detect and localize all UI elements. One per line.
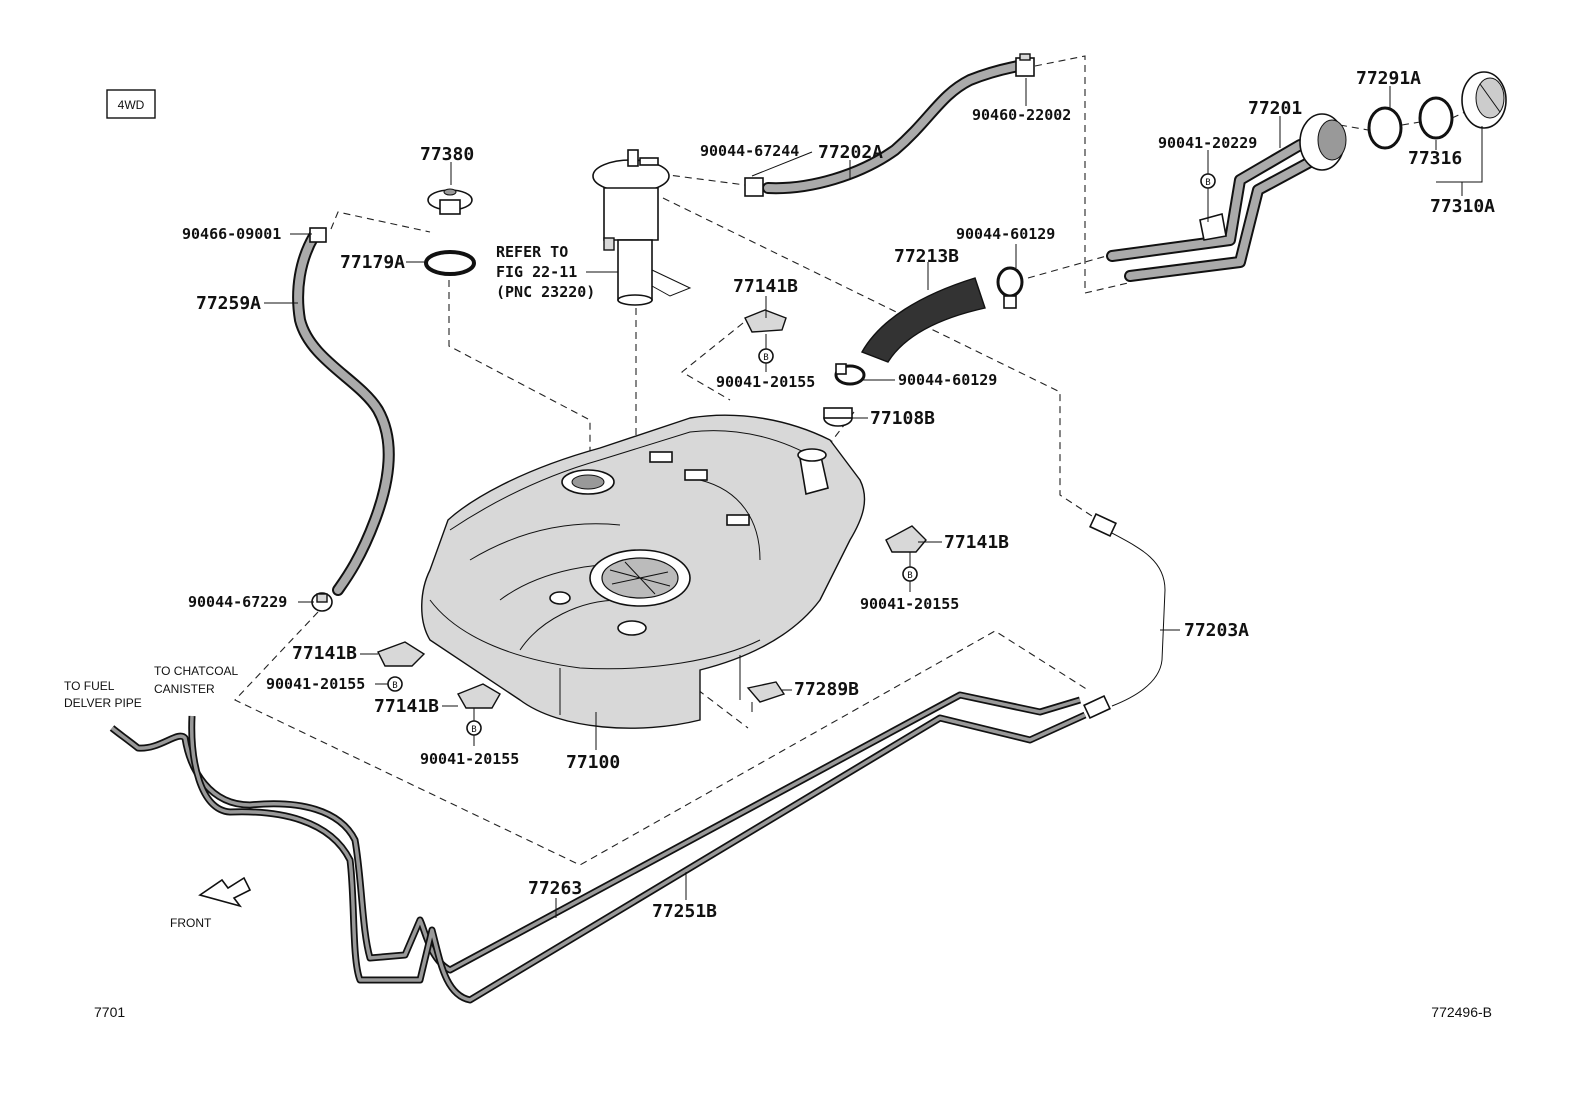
gasket-77316 [1418, 96, 1454, 140]
front-label: FRONT [170, 916, 212, 930]
label-77259A: 77259A [196, 293, 261, 314]
label-77179A: 77179A [340, 252, 405, 273]
label-77316: 77316 [1408, 148, 1462, 169]
fuel-tube-77263 [109, 691, 1082, 974]
note-canister-2: CANISTER [154, 682, 215, 696]
fuel-tank [421, 414, 866, 729]
fuel-tube-77251B [188, 711, 1087, 1004]
label-90041-20229: 90041-20229 [1158, 134, 1257, 152]
note-fuel-1: TO FUEL [64, 679, 115, 693]
label-77141B-top: 77141B [733, 276, 798, 297]
refer-line-3: (PNC 23220) [496, 283, 595, 301]
svg-text:B: B [471, 725, 476, 735]
label-77251B: 77251B [652, 901, 717, 922]
note-canister-1: TO CHATCOAL [154, 664, 239, 678]
svg-text:B: B [1205, 178, 1210, 188]
bracket-77141B-top [744, 309, 787, 333]
label-77100: 77100 [566, 752, 620, 773]
label-77213B: 77213B [894, 246, 959, 267]
clamp-90044-60129-upper [996, 266, 1024, 309]
label-90041-20155-right: 90041-20155 [860, 595, 959, 613]
filler-pipe [1106, 113, 1347, 282]
label-90041-20155-top: 90041-20155 [716, 373, 815, 391]
bolt-marker-b-5: B [466, 720, 482, 736]
vapor-tube-77203A [1083, 512, 1166, 720]
hose-77259A [292, 230, 395, 596]
clamp-90460-22002 [1015, 53, 1035, 77]
badge-text: 4WD [118, 98, 145, 112]
fuel-pump-assembly [592, 149, 692, 306]
notes: TO FUEL DELVER PIPE TO CHATCOAL CANISTER [64, 664, 239, 710]
label-77291A: 77291A [1356, 68, 1421, 89]
label-77203A: 77203A [1184, 620, 1249, 641]
bracket-77141B-bottom [456, 683, 501, 709]
label-77108B: 77108B [870, 408, 935, 429]
footer-left: 7701 [94, 1004, 125, 1020]
label-77141B-bottom: 77141B [374, 696, 439, 717]
clip-77289B [746, 681, 786, 712]
hose-77213B [860, 277, 986, 363]
gasket-77291A [1367, 106, 1403, 150]
label-90041-20155-bottom: 90041-20155 [420, 750, 519, 768]
label-90041-20155-left: 90041-20155 [266, 675, 365, 693]
label-90044-67244: 90044-67244 [700, 142, 799, 160]
label-90460-22002: 90460-22002 [972, 106, 1071, 124]
label-77289B: 77289B [794, 679, 859, 700]
bolt-marker-b-3: B [902, 566, 918, 582]
footer-right: 772496-B [1431, 1004, 1492, 1020]
label-90044-60129-b: 90044-60129 [898, 371, 997, 389]
svg-text:B: B [907, 571, 912, 581]
note-fuel-2: DELVER PIPE [64, 696, 142, 710]
refer-line-2: FIG 22-11 [496, 263, 577, 281]
sender-gauge [427, 188, 473, 215]
label-90044-60129-a: 90044-60129 [956, 225, 1055, 243]
bolt-marker-b-2: B [758, 348, 774, 364]
clamp-90044-67229 [311, 592, 333, 612]
label-90466-09001: 90466-09001 [182, 225, 281, 243]
svg-text:B: B [763, 353, 768, 363]
bolt-marker-b-4: B [387, 676, 403, 692]
label-77202A: 77202A [818, 142, 883, 163]
label-77141B-left: 77141B [292, 643, 357, 664]
label-77263: 77263 [528, 878, 582, 899]
gasket-ring [424, 250, 476, 276]
refer-line-1: REFER TO [496, 243, 568, 261]
bracket-77141B-right [885, 525, 927, 553]
svg-text:B: B [392, 681, 397, 691]
part-labels: 77380 90466-09001 77179A 77259A 90044-67… [182, 68, 1495, 922]
label-77380: 77380 [420, 144, 474, 165]
front-arrow: FRONT [170, 876, 252, 930]
footer: 7701 772496-B [94, 1004, 1492, 1020]
label-77310A: 77310A [1430, 196, 1495, 217]
4wd-badge: 4WD [106, 89, 156, 119]
bolt-marker-b-1: B [1200, 173, 1216, 189]
label-90044-67229: 90044-67229 [188, 593, 287, 611]
leader-lines [264, 78, 1483, 918]
clamp-90044-60129-lower [834, 363, 866, 386]
clamp-90466 [309, 227, 327, 243]
label-77201: 77201 [1248, 98, 1302, 119]
bracket-77141B-left [377, 641, 426, 667]
hose-77202A [762, 60, 1024, 195]
fuel-cap [1461, 71, 1507, 129]
label-77141B-right: 77141B [944, 532, 1009, 553]
grommet-77108B [823, 407, 853, 427]
clamp-90044-67244 [744, 177, 764, 197]
